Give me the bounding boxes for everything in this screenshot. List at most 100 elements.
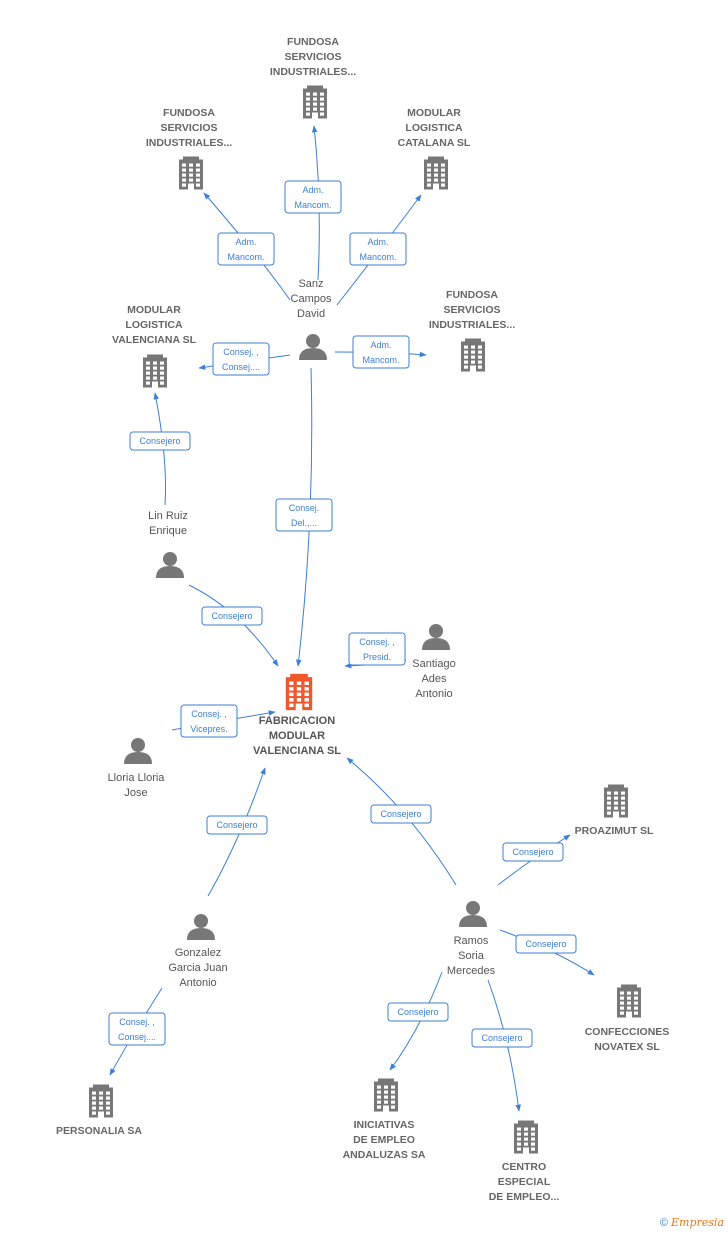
edge-label-ramos-to-iniciativas[interactable]: Consejero xyxy=(387,1002,449,1022)
edge-label-text: Consejero xyxy=(481,1033,522,1043)
node-santiago-label: Ades xyxy=(421,673,447,685)
edge-label-box xyxy=(515,934,577,954)
edge-label-text: Vicepres. xyxy=(190,724,227,734)
edge-label-ramos-to-proazimut[interactable]: Consejero xyxy=(502,842,564,862)
edge-label-box xyxy=(348,632,406,666)
edge-ramos-to-iniciativas xyxy=(389,971,443,1071)
brand-initial: E xyxy=(671,1216,680,1229)
person-icon xyxy=(299,334,327,360)
person-icon xyxy=(124,738,152,764)
edge-label-lin-to-modval[interactable]: Consejero xyxy=(129,431,191,451)
edge-label-text: Consej.... xyxy=(118,1032,156,1042)
node-santiago-label: Santiago xyxy=(412,658,455,670)
copyright-symbol: © xyxy=(659,1217,668,1229)
node-main-label: MODULAR xyxy=(269,730,325,742)
edge-label-box xyxy=(275,498,333,532)
node-lin-label: Enrique xyxy=(149,525,187,537)
edge-label-box xyxy=(284,180,342,214)
edge-label-box xyxy=(201,606,263,626)
edge-label-text: Mancom. xyxy=(359,252,396,262)
edge-label-text: Consej. xyxy=(289,503,320,513)
node-personalia[interactable]: PERSONALIA SA xyxy=(56,1084,142,1138)
edge-label-lin-to-main[interactable]: Consejero xyxy=(201,606,263,626)
edge-label-sanz-to-modval[interactable]: Consej. ,Consej.... xyxy=(212,342,270,376)
node-main[interactable]: FABRICACION MODULAR VALENCIANA SL xyxy=(253,673,341,757)
edge-label-text: Consejero xyxy=(216,820,257,830)
node-centro-label: DE EMPLEO... xyxy=(489,1191,560,1203)
edge-label-gonzalez-to-personalia[interactable]: Consej. , Consej.... xyxy=(108,1012,166,1046)
node-fundosa3[interactable]: FUNDOSASERVICIOSINDUSTRIALES... xyxy=(429,289,515,372)
node-sanz-label: Sanz xyxy=(298,278,323,290)
edge-label-text: Adm. xyxy=(370,340,391,350)
edge-label-box xyxy=(349,232,407,266)
node-proazimut[interactable]: PROAZIMUT SL xyxy=(575,784,654,838)
node-main-label: VALENCIANA SL xyxy=(253,745,341,757)
edge-label-text: Consejero xyxy=(211,611,252,621)
edge-label-text: Consej. , xyxy=(119,1017,155,1027)
edge-label-box xyxy=(212,342,270,376)
person-icon xyxy=(422,624,450,650)
node-modcat-label: LOGISTICA xyxy=(405,122,463,134)
edge-label-box xyxy=(471,1028,533,1048)
edge-label-box xyxy=(370,804,432,824)
node-personalia-label: PERSONALIA SA xyxy=(56,1125,142,1137)
building-icon xyxy=(514,1120,538,1154)
edge-label-ramos-to-main[interactable]: Consejero xyxy=(370,804,432,824)
node-ramos-label: Ramos xyxy=(454,935,489,947)
brand-name: mpresia xyxy=(679,1216,724,1229)
node-modval-label: LOGISTICA xyxy=(125,319,183,331)
edge-label-ramos-to-novatex[interactable]: Consejero xyxy=(515,934,577,954)
person-icon xyxy=(459,901,487,927)
node-iniciativas-label: ANDALUZAS SA xyxy=(343,1149,426,1161)
edge-label-sanz-to-main[interactable]: Consej.Del.,... xyxy=(275,498,333,532)
node-fundosa2-label: FUNDOSA xyxy=(163,107,215,119)
edge-label-box xyxy=(206,815,268,835)
node-modcat-label: CATALANA SL xyxy=(398,137,471,149)
node-fundosa3-label: SERVICIOS xyxy=(444,304,501,316)
edge-gonzalez-to-main xyxy=(207,767,266,897)
node-centro-label: ESPECIAL xyxy=(498,1176,551,1188)
node-iniciativas-label: DE EMPLEO xyxy=(353,1134,415,1146)
edge-label-text: Adm. xyxy=(235,237,256,247)
edge-label-sanz-to-modcat[interactable]: Adm.Mancom. xyxy=(349,232,407,266)
edge-label-text: Consejero xyxy=(397,1007,438,1017)
node-fundosa1-label: SERVICIOS xyxy=(285,51,342,63)
edge-label-box xyxy=(180,704,238,738)
building-icon xyxy=(617,984,641,1018)
edge-label-sanz-to-fundosa1[interactable]: Adm.Mancom. xyxy=(217,232,275,266)
node-sanz-label: David xyxy=(297,308,325,320)
edge-label-text: Consejero xyxy=(380,809,421,819)
building-icon xyxy=(179,156,203,190)
edge-label-text: Consej. , xyxy=(223,347,259,357)
edge-label-sanz-to-fundosa2[interactable]: Adm.Mancom. xyxy=(284,180,342,214)
edge-label-gonzalez-to-main[interactable]: Consejero xyxy=(206,815,268,835)
node-lloria-label: Jose xyxy=(124,787,147,799)
edge-label-lloria-to-main[interactable]: Consej. ,Vicepres. xyxy=(180,704,238,738)
node-fundosa2[interactable]: FUNDOSASERVICIOSINDUSTRIALES... xyxy=(146,107,232,190)
edge-label-ramos-to-centro[interactable]: Consejero xyxy=(471,1028,533,1048)
node-main-label: FABRICACION xyxy=(259,715,335,727)
node-fundosa1[interactable]: FUNDOSASERVICIOSINDUSTRIALES... xyxy=(270,36,356,119)
edge-lin-to-modval xyxy=(153,392,167,506)
node-santiago-label: Antonio xyxy=(415,688,452,700)
edge-label-santiago-to-main[interactable]: Consej. ,Presid. xyxy=(348,632,406,666)
edge-label-box xyxy=(129,431,191,451)
edge-label-text: Adm. xyxy=(302,185,323,195)
edge-label-text: Consejero xyxy=(512,847,553,857)
node-ramos-label: Soria xyxy=(458,950,485,962)
edge-label-sanz-to-fundosa3[interactable]: Adm.Mancom. xyxy=(352,335,410,369)
edge-label-box xyxy=(387,1002,449,1022)
edge-label-text: Presid. xyxy=(363,652,391,662)
